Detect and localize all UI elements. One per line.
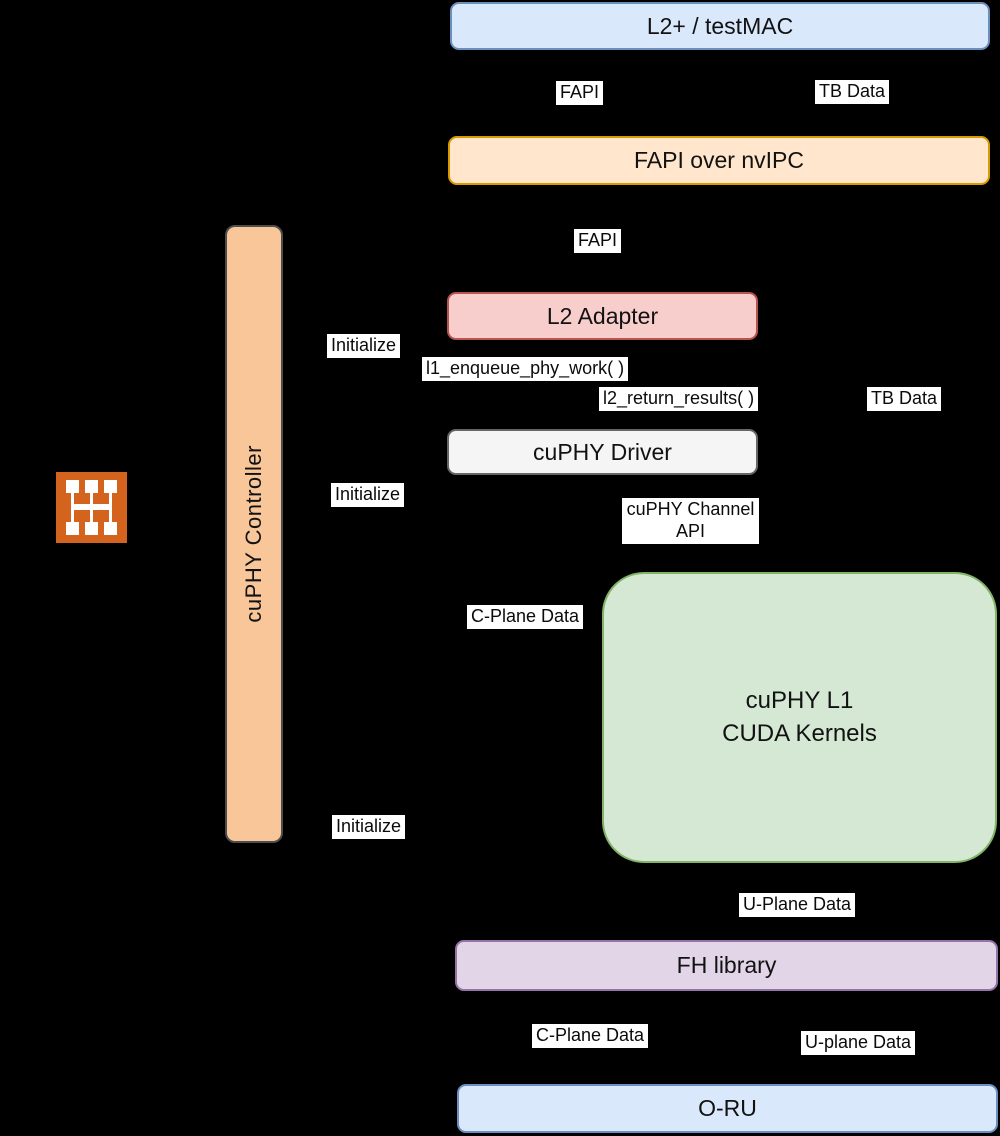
label-l1-enqueue-phy-work: l1_enqueue_phy_work( ) [422,357,629,381]
node-l2-testmac-label: L2+ / testMAC [646,12,794,39]
node-l2-adapter-label: L2 Adapter [546,302,659,329]
label-tb-data-mid: TB Data [867,387,942,411]
network-switch-icon [56,472,127,543]
node-fapi-over-nvipc-label: FAPI over nvIPC [633,147,804,173]
node-l2-testmac: L2+ / testMAC [450,2,990,50]
node-o-ru: O-RU [457,1084,998,1133]
label-c-plane-data-bottom: C-Plane Data [532,1024,649,1048]
node-o-ru-label: O-RU [698,1095,757,1121]
node-fh-library-label: FH library [676,952,777,978]
node-cuphy-l1-cuda-kernels-label: cuPHY L1 CUDA Kernels [722,687,877,747]
node-cuphy-l1-cuda-kernels: cuPHY L1 CUDA Kernels [602,572,997,863]
label-cuphy-channel-api: cuPHY Channel API [622,498,759,544]
node-cuphy-driver: cuPHY Driver [447,429,758,475]
node-fapi-over-nvipc: FAPI over nvIPC [448,136,990,185]
label-l2-return-results: l2_return_results( ) [599,387,759,411]
label-initialize-3: Initialize [332,815,406,839]
label-u-plane-data-bottom: U-plane Data [801,1031,916,1055]
node-fh-library: FH library [455,940,998,991]
label-c-plane-data-top: C-Plane Data [467,605,584,629]
node-cuphy-controller: cuPHY Controller [225,225,283,843]
label-tb-data-top: TB Data [815,80,890,104]
label-fapi-mid: FAPI [574,229,622,253]
node-cuphy-controller-label: cuPHY Controller [241,445,266,623]
label-fapi-top: FAPI [556,81,604,105]
node-l2-adapter: L2 Adapter [447,292,758,340]
label-initialize-1: Initialize [327,334,401,358]
label-initialize-2: Initialize [331,483,405,507]
node-cuphy-driver-label: cuPHY Driver [533,438,672,465]
label-u-plane-data-top: U-Plane Data [739,893,856,917]
